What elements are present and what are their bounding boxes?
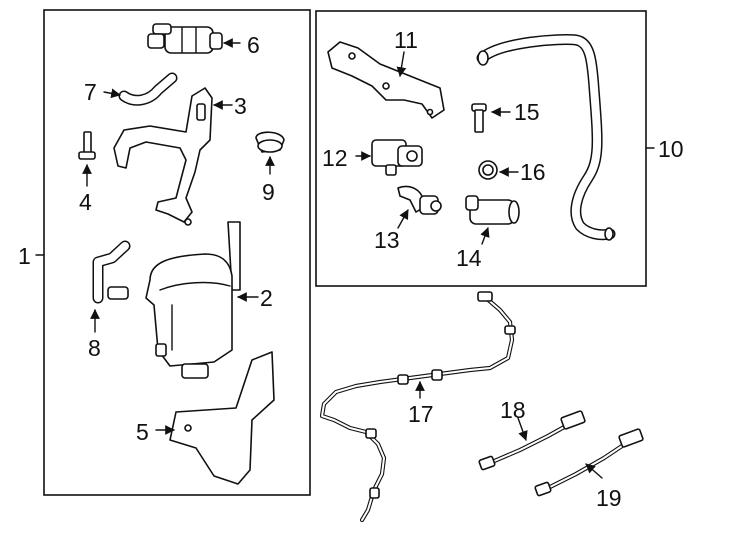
callout-1: 1	[18, 243, 31, 269]
part-6-pump	[147, 23, 241, 54]
part-3-bracket	[113, 87, 233, 226]
part-2-reservoir	[145, 221, 259, 379]
callout-19: 19	[596, 485, 622, 511]
callout-9: 9	[262, 179, 275, 205]
callout-10: 10	[658, 136, 684, 162]
callout-12: 12	[322, 145, 348, 171]
callout-3: 3	[234, 93, 247, 119]
callout-5: 5	[136, 419, 149, 445]
part-10-hose	[476, 34, 616, 241]
callout-15: 15	[514, 99, 540, 125]
left-group-box	[43, 9, 311, 496]
part-11-bracket	[327, 41, 445, 119]
part-5-shield	[155, 351, 275, 485]
callout-7: 7	[84, 79, 97, 105]
callout-4: 4	[79, 189, 92, 215]
part-19-sensor	[534, 428, 644, 497]
part-14-valve	[465, 195, 520, 245]
part-4-bolt	[78, 131, 96, 187]
callout-8: 8	[88, 335, 101, 361]
callout-16: 16	[520, 159, 546, 185]
part-9-cap	[255, 131, 285, 175]
callout-6: 6	[247, 32, 260, 58]
part-17-harness	[319, 291, 516, 523]
part-13-elbow	[397, 185, 442, 229]
callout-18: 18	[500, 397, 526, 423]
part-8-hose	[90, 240, 131, 333]
part-16-clamp	[478, 160, 519, 180]
callout-17: 17	[408, 401, 434, 427]
callout-11: 11	[394, 27, 418, 53]
part-7-hose	[103, 72, 178, 106]
part-15-bolt	[471, 103, 511, 133]
callout-13: 13	[374, 227, 400, 253]
callout-2: 2	[260, 285, 273, 311]
callout-14: 14	[456, 245, 482, 271]
part-12-valve	[355, 139, 423, 176]
part-18-sensor	[478, 410, 586, 471]
